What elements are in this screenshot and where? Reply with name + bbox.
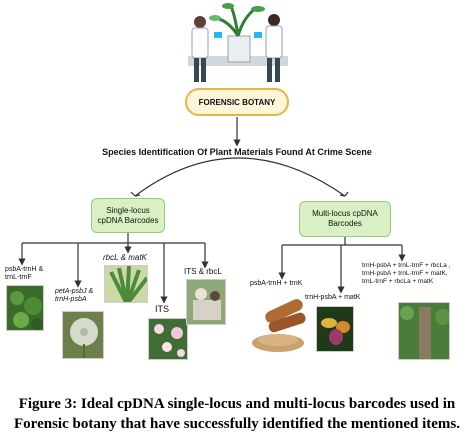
multi-locus-box: Multi-locus cpDNA Barcodes	[299, 201, 391, 237]
plant-photo-moss	[6, 285, 44, 331]
multi-item-3-line1: trnH-psbA + trnL-trnF + rbcLa ,	[362, 262, 451, 269]
single-item-1-line1: psbA-trnH &	[5, 266, 44, 273]
multi-item-3-line3: trnL-trnF + rbcLa + matK	[362, 278, 434, 285]
figure-caption: Figure 3: Ideal cpDNA single-locus and m…	[0, 394, 474, 434]
center-label: FORENSIC BOTANY	[198, 97, 276, 107]
single-item-1-line2: trnL-trnF	[5, 274, 32, 281]
plant-photo-orchid	[316, 306, 354, 352]
single-locus-box: Single-locus cpDNA Barcodes	[91, 198, 165, 233]
cinnamon-image	[252, 299, 306, 352]
plant-photo-fieldwork	[186, 279, 226, 325]
multi-item-2-label: trnH-psbA + matK	[305, 294, 360, 302]
caption-line1: Figure 3: Ideal cpDNA single-locus and m…	[18, 396, 456, 412]
multi-item-1-label: psbA-trnH + trnK	[250, 280, 302, 288]
single-item-1-label: psbA-trnH & trnL-trnF	[5, 266, 43, 282]
single-item-3-line1: rbcL & matK	[103, 253, 147, 262]
single-item-2-line1: petA-psbJ &	[55, 288, 94, 295]
single-item-5-line1: ITS & rbcL	[184, 267, 222, 276]
single-item-3-label: rbcL & matK	[103, 254, 147, 262]
single-item-4-label: ITS	[155, 304, 169, 314]
multi-item-2-line1: trnH-psbA + matK	[305, 294, 361, 301]
diagram-title: Species Identification Of Plant Material…	[102, 147, 372, 157]
caption-line2: Forensic botany that have successfully i…	[14, 416, 460, 432]
single-item-5-label: ITS & rbcL	[184, 268, 222, 276]
single-box-line2: cpDNA Barcodes	[97, 215, 159, 225]
multi-item-3-label: trnH-psbA + trnL-trnF + rbcLa , trnH-psb…	[362, 262, 451, 286]
single-item-4-line1: ITS	[155, 304, 170, 314]
single-item-2-line2: trnH-psbA	[55, 296, 87, 303]
multi-box-line2: Barcodes	[328, 219, 362, 228]
plant-photo-flowers	[148, 318, 188, 360]
single-item-2-label: petA-psbJ & trnH-psbA	[55, 288, 93, 304]
plant-photo-aloe	[104, 265, 148, 303]
multi-item-3-line2: trnH-psbA + trnL-trnF + matK,	[362, 270, 448, 277]
scientists-illustration	[188, 3, 288, 82]
multi-item-1-line1: psbA-trnH + trnK	[250, 280, 303, 287]
single-box-line1: Single-locus	[106, 205, 150, 215]
forensic-botany-node: FORENSIC BOTANY	[185, 88, 289, 116]
plant-photo-tree	[398, 302, 450, 360]
multi-box-line1: Multi-locus cpDNA	[312, 209, 378, 218]
plant-photo-dandelion	[62, 311, 104, 359]
